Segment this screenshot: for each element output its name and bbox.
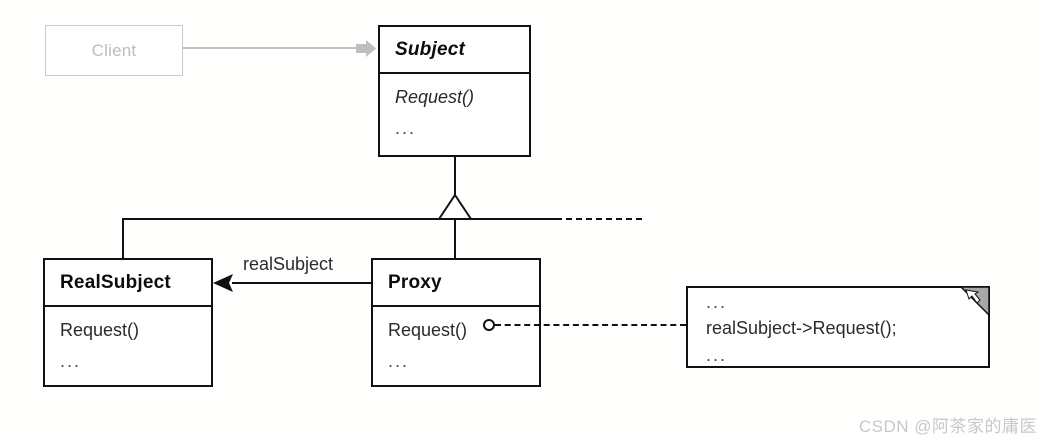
client-to-subject-line bbox=[183, 47, 358, 49]
class-name-proxy: Proxy bbox=[388, 271, 442, 293]
operation-proxy-request: Request() bbox=[388, 320, 468, 340]
operation-proxy-ellipsis: ... bbox=[388, 350, 410, 371]
class-name-realsubject: RealSubject bbox=[60, 271, 171, 293]
generalization-horizontal-bar bbox=[122, 218, 562, 220]
client-to-subject-arrowhead-icon bbox=[356, 40, 376, 57]
class-box-proxy[interactable]: Proxy Request() ... bbox=[371, 258, 541, 387]
class-body-proxy: Request() ... bbox=[373, 307, 539, 371]
operation-subject-request: Request() bbox=[395, 87, 475, 107]
generalization-drop-realsubject bbox=[122, 218, 124, 260]
operation-realsubject-ellipsis: ... bbox=[60, 350, 82, 371]
class-name-client: Client bbox=[91, 40, 137, 60]
class-header-proxy: Proxy bbox=[373, 260, 539, 307]
note-box[interactable]: ... realSubject->Request(); ... bbox=[686, 286, 990, 368]
watermark-text: CSDN @阿茶家的庸医 bbox=[858, 417, 1037, 436]
association-arrowhead-icon bbox=[213, 274, 235, 292]
note-connector-dashed-line bbox=[495, 324, 686, 326]
generalization-stem-upper bbox=[454, 157, 456, 197]
association-line-proxy-realsubject bbox=[232, 282, 372, 284]
class-header-subject: Subject bbox=[380, 27, 529, 74]
operation-realsubject-request: Request() bbox=[60, 320, 140, 340]
class-name-subject: Subject bbox=[395, 38, 466, 60]
note-line-1: ... bbox=[706, 292, 728, 312]
operation-subject-ellipsis: ... bbox=[395, 117, 417, 138]
note-anchor-ball-icon bbox=[483, 319, 495, 331]
class-box-realsubject[interactable]: RealSubject Request() ... bbox=[43, 258, 213, 387]
generalization-drop-proxy bbox=[454, 218, 456, 260]
class-header-realsubject: RealSubject bbox=[45, 260, 211, 307]
class-box-subject[interactable]: Subject Request() ... bbox=[378, 25, 531, 157]
class-body-realsubject: Request() ... bbox=[45, 307, 211, 371]
generalization-dashed-continuation bbox=[566, 218, 642, 220]
note-line-3: ... bbox=[706, 344, 728, 365]
class-body-subject: Request() ... bbox=[380, 74, 529, 138]
note-folded-corner-icon bbox=[959, 286, 990, 317]
note-line-2: realSubject->Request(); bbox=[706, 317, 897, 338]
inheritance-triangle-icon bbox=[437, 193, 473, 220]
association-label-realsubject: realSubject bbox=[243, 254, 334, 274]
class-box-client[interactable]: Client bbox=[45, 25, 183, 76]
